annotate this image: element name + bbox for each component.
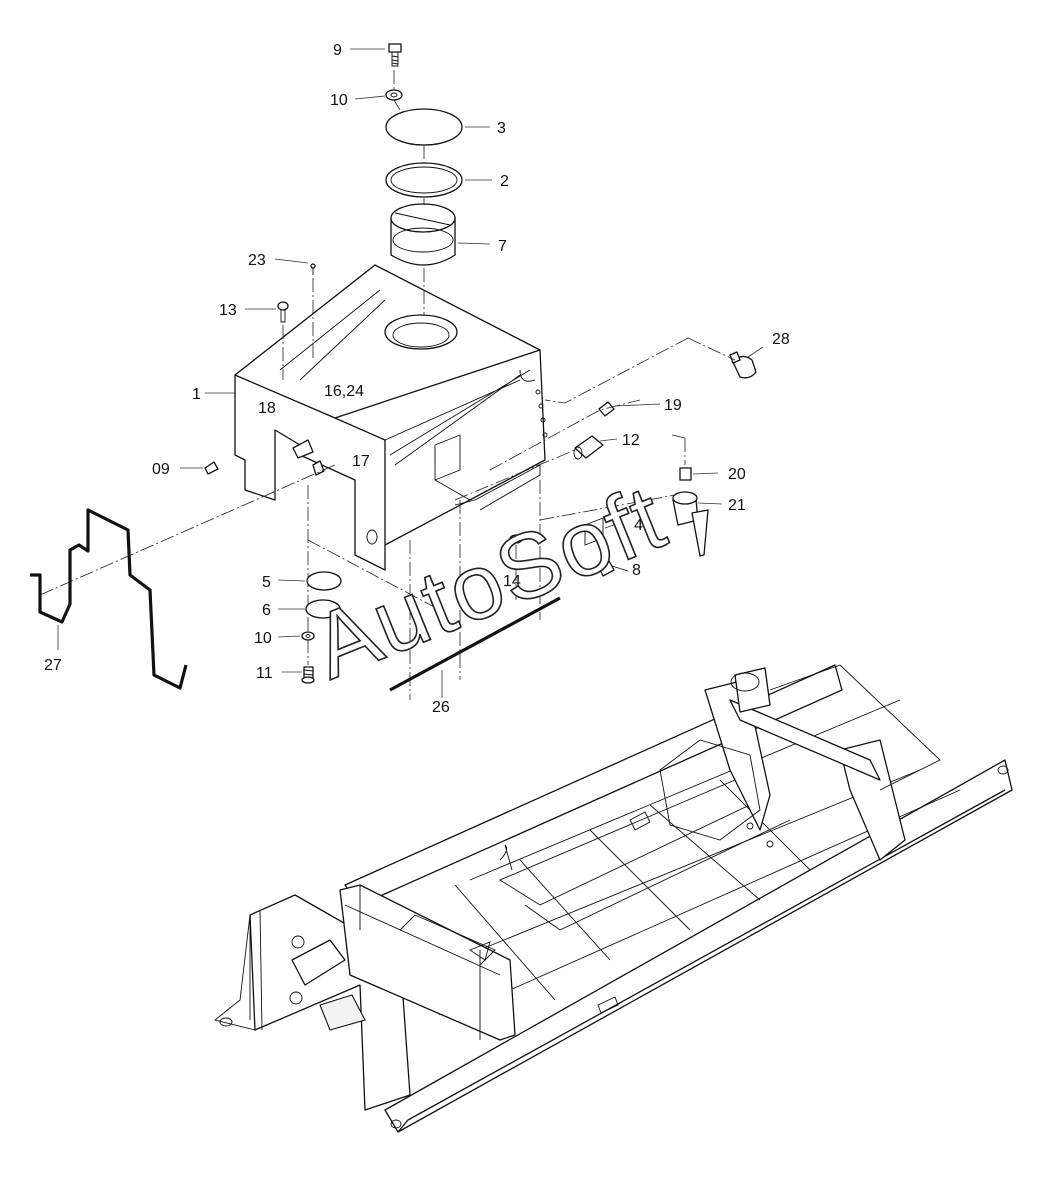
callout-13: 13	[219, 302, 237, 319]
callout-4: 4	[634, 517, 643, 534]
lower-seals	[301, 571, 342, 684]
callout-10-bottom: 10	[254, 630, 272, 647]
callout-09: 09	[152, 461, 170, 478]
filler-neck-parts	[385, 43, 463, 316]
callout-2: 2	[500, 173, 509, 190]
callout-26: 26	[432, 699, 450, 716]
callout-11: 11	[256, 665, 273, 682]
callout-12: 12	[622, 432, 640, 449]
callout-18: 18	[258, 400, 276, 417]
callout-17: 17	[352, 453, 370, 470]
callout-27: 27	[44, 657, 62, 674]
callout-21: 21	[728, 497, 746, 514]
callout-labels: 9 10 3 2 7 23 13 1 16,24 18 28 19 12 20 …	[44, 42, 790, 716]
callout-7: 7	[498, 238, 507, 255]
callout-28: 28	[772, 331, 790, 348]
fasteners	[39, 263, 757, 700]
callout-23: 23	[248, 252, 266, 269]
chassis-frame	[214, 664, 1013, 1133]
callout-9: 9	[333, 42, 342, 59]
callout-16-24: 16,24	[324, 383, 364, 400]
callout-5: 5	[262, 574, 271, 591]
callout-20: 20	[728, 466, 746, 483]
callout-8: 8	[632, 562, 641, 579]
callout-19: 19	[664, 397, 682, 414]
callout-1: 1	[192, 386, 201, 403]
seal-strip-and-bracket	[30, 508, 561, 692]
callout-3: 3	[497, 120, 506, 137]
leader-lines	[57, 48, 764, 698]
callout-14: 14	[503, 573, 521, 590]
callout-6: 6	[262, 602, 271, 619]
hood-cover	[234, 264, 548, 571]
callout-10-top: 10	[330, 92, 348, 109]
